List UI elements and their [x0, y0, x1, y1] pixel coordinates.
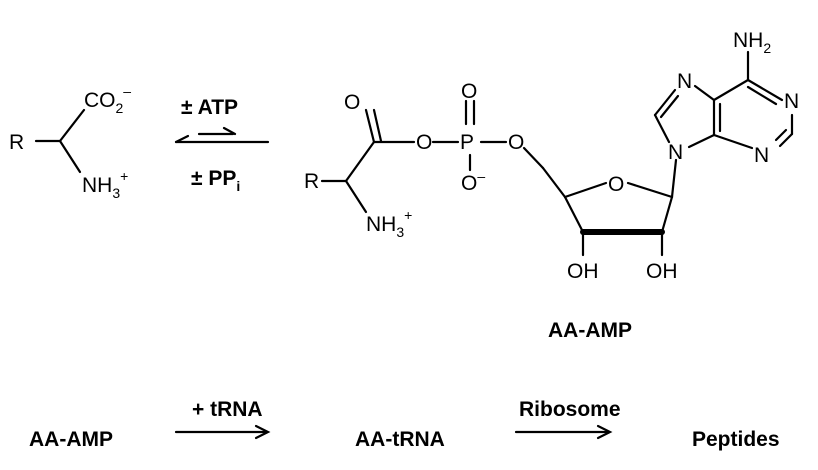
hydroxyl-right: OH [646, 260, 678, 283]
phosphate-anion-oxygen: O– [461, 168, 485, 195]
carbonyl-oxygen: O [344, 91, 360, 114]
adenine-n1: N [784, 90, 799, 113]
phosphorus: P [460, 131, 474, 154]
phosphate-ester-oxygen: O [508, 131, 524, 154]
equilibrium-arrows: ± ATP ± PPi [174, 96, 270, 194]
pathway-end: Peptides [692, 428, 780, 451]
synthesis-pathway: AA-AMP + tRNA AA-tRNA Ribosome Peptides [29, 398, 780, 451]
aa-r-group: R [9, 131, 24, 154]
adenine-amine: NH2 [733, 29, 771, 56]
hydroxyl-left: OH [567, 260, 599, 283]
forward-reagent: ± ATP [181, 96, 238, 119]
amino-acid-structure: R CO2– NH3+ [9, 83, 131, 201]
aa-amp-r-group: R [304, 170, 319, 193]
adenine-n7: N [677, 70, 692, 93]
aa-amp-structure: R NH3+ O O P O O– O O [304, 80, 678, 342]
aa-carboxylate: CO2– [84, 83, 131, 116]
adenine-n9: N [668, 141, 683, 164]
aa-amine: NH3+ [82, 168, 128, 201]
ester-oxygen: O [416, 131, 432, 154]
ring-oxygen: O [608, 173, 624, 196]
reverse-reagent: ± PPi [191, 167, 240, 194]
pathway-step2-label: Ribosome [519, 398, 621, 421]
aa-amp-label: AA-AMP [548, 319, 632, 342]
aa-amp-amine: NH3+ [366, 207, 412, 240]
phosphate-double-oxygen: O [461, 80, 477, 103]
adenine-structure: N N N N NH2 [653, 29, 799, 167]
pathway-step1-label: + tRNA [192, 398, 263, 421]
pathway-start: AA-AMP [29, 428, 113, 451]
adenine-n3: N [754, 144, 769, 167]
pathway-middle: AA-tRNA [355, 428, 445, 451]
